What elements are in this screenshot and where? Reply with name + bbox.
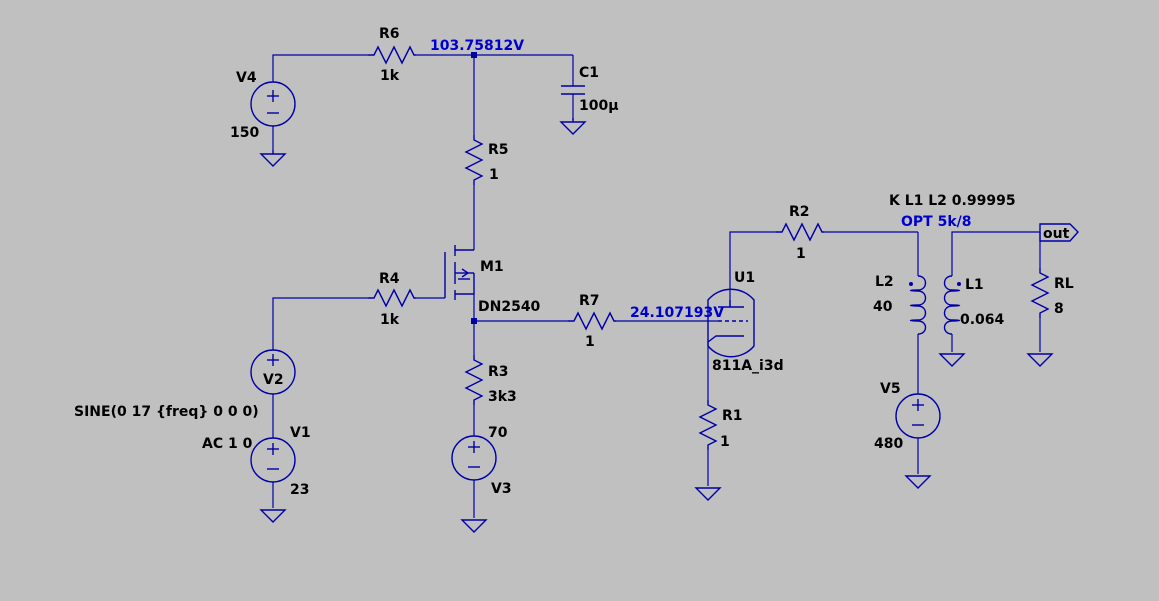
label-coupling-directive: K L1 L2 0.99995: [889, 193, 1016, 209]
resistor-r3[interactable]: [464, 355, 484, 405]
label-l2-value: 40: [873, 299, 893, 315]
wires: [272, 54, 1041, 518]
label-v5-value: 480: [874, 436, 903, 452]
ground-r1: [694, 487, 722, 501]
label-r7-value: 1: [585, 334, 595, 350]
resistor-r4[interactable]: [368, 288, 416, 308]
resistor-r1[interactable]: [698, 400, 718, 450]
resistor-r6[interactable]: [368, 45, 416, 65]
mosfet-m1[interactable]: [444, 245, 475, 300]
vacuum-tube-u1[interactable]: [707, 288, 755, 358]
voltage-source-v5[interactable]: [895, 393, 941, 439]
label-r5-value: 1: [489, 167, 499, 183]
label-v3-value: 70: [488, 425, 508, 441]
ground-c1: [559, 118, 587, 135]
resistor-r5[interactable]: [464, 135, 484, 185]
label-l1-value: 0.064: [960, 312, 1005, 328]
label-v4-value: 150: [230, 125, 259, 141]
label-rl-value: 8: [1054, 301, 1064, 317]
label-r6-value: 1k: [380, 68, 400, 84]
label-v3-name: V3: [491, 481, 512, 497]
label-c1-name: C1: [579, 65, 599, 81]
label-r3-name: R3: [488, 364, 509, 380]
label-r4-name: R4: [379, 271, 400, 287]
label-u1-value: 811A_i3d: [712, 358, 784, 374]
label-r6-name: R6: [379, 26, 400, 42]
ground-v1: [259, 509, 287, 523]
label-v2-value: SINE(0 17 {freq} 0 0 0): [74, 404, 259, 420]
label-m1-value: DN2540: [478, 299, 541, 315]
label-rl-name: RL: [1054, 276, 1074, 292]
label-c1-value: 100µ: [579, 98, 619, 114]
net-label-out-text: out: [1043, 226, 1070, 242]
label-node-voltage-supply: 103.75812V: [430, 38, 524, 54]
label-r5-name: R5: [488, 142, 509, 158]
resistor-rl[interactable]: [1030, 268, 1050, 318]
label-v5-name: V5: [880, 381, 901, 397]
resistor-r2[interactable]: [776, 222, 824, 242]
label-r3-value: 3k3: [488, 389, 517, 405]
label-r1-value: 1: [720, 434, 730, 450]
label-v1-name: V1: [290, 425, 311, 441]
ground-l1: [938, 353, 966, 367]
ground-rl: [1026, 353, 1054, 367]
ground-v4: [259, 150, 287, 167]
label-m1-name: M1: [480, 259, 504, 275]
label-v2-name: V2: [263, 372, 284, 388]
label-r2-value: 1: [796, 246, 806, 262]
voltage-source-v1[interactable]: [250, 437, 296, 483]
label-l2-name: L2: [875, 274, 894, 290]
label-node-voltage-grid: 24.107193V: [630, 305, 724, 321]
resistor-r7[interactable]: [568, 311, 616, 331]
junction-dot-source: [471, 318, 477, 324]
voltage-source-v4[interactable]: [250, 81, 296, 127]
voltage-source-v3[interactable]: [451, 435, 497, 481]
label-r7-name: R7: [579, 293, 600, 309]
label-v4-name: V4: [236, 70, 257, 86]
ground-v3: [460, 519, 488, 533]
label-l1-name: L1: [965, 277, 984, 293]
junction-dot-supply: [471, 52, 477, 58]
label-v1-value: 23: [290, 482, 309, 498]
net-label-out[interactable]: out: [1039, 223, 1079, 242]
label-r1-name: R1: [722, 408, 743, 424]
inductor-l2[interactable]: [909, 275, 927, 335]
label-v1-ac: AC 1 0: [202, 436, 253, 452]
label-r4-value: 1k: [380, 312, 400, 328]
inductor-l1[interactable]: [943, 275, 962, 335]
label-opt-directive: OPT 5k/8: [901, 214, 972, 230]
voltage-source-v2[interactable]: [250, 349, 296, 395]
label-u1-name: U1: [734, 270, 755, 286]
ground-v5: [904, 475, 932, 489]
capacitor-c1[interactable]: [561, 85, 585, 95]
label-r2-name: R2: [789, 204, 810, 220]
